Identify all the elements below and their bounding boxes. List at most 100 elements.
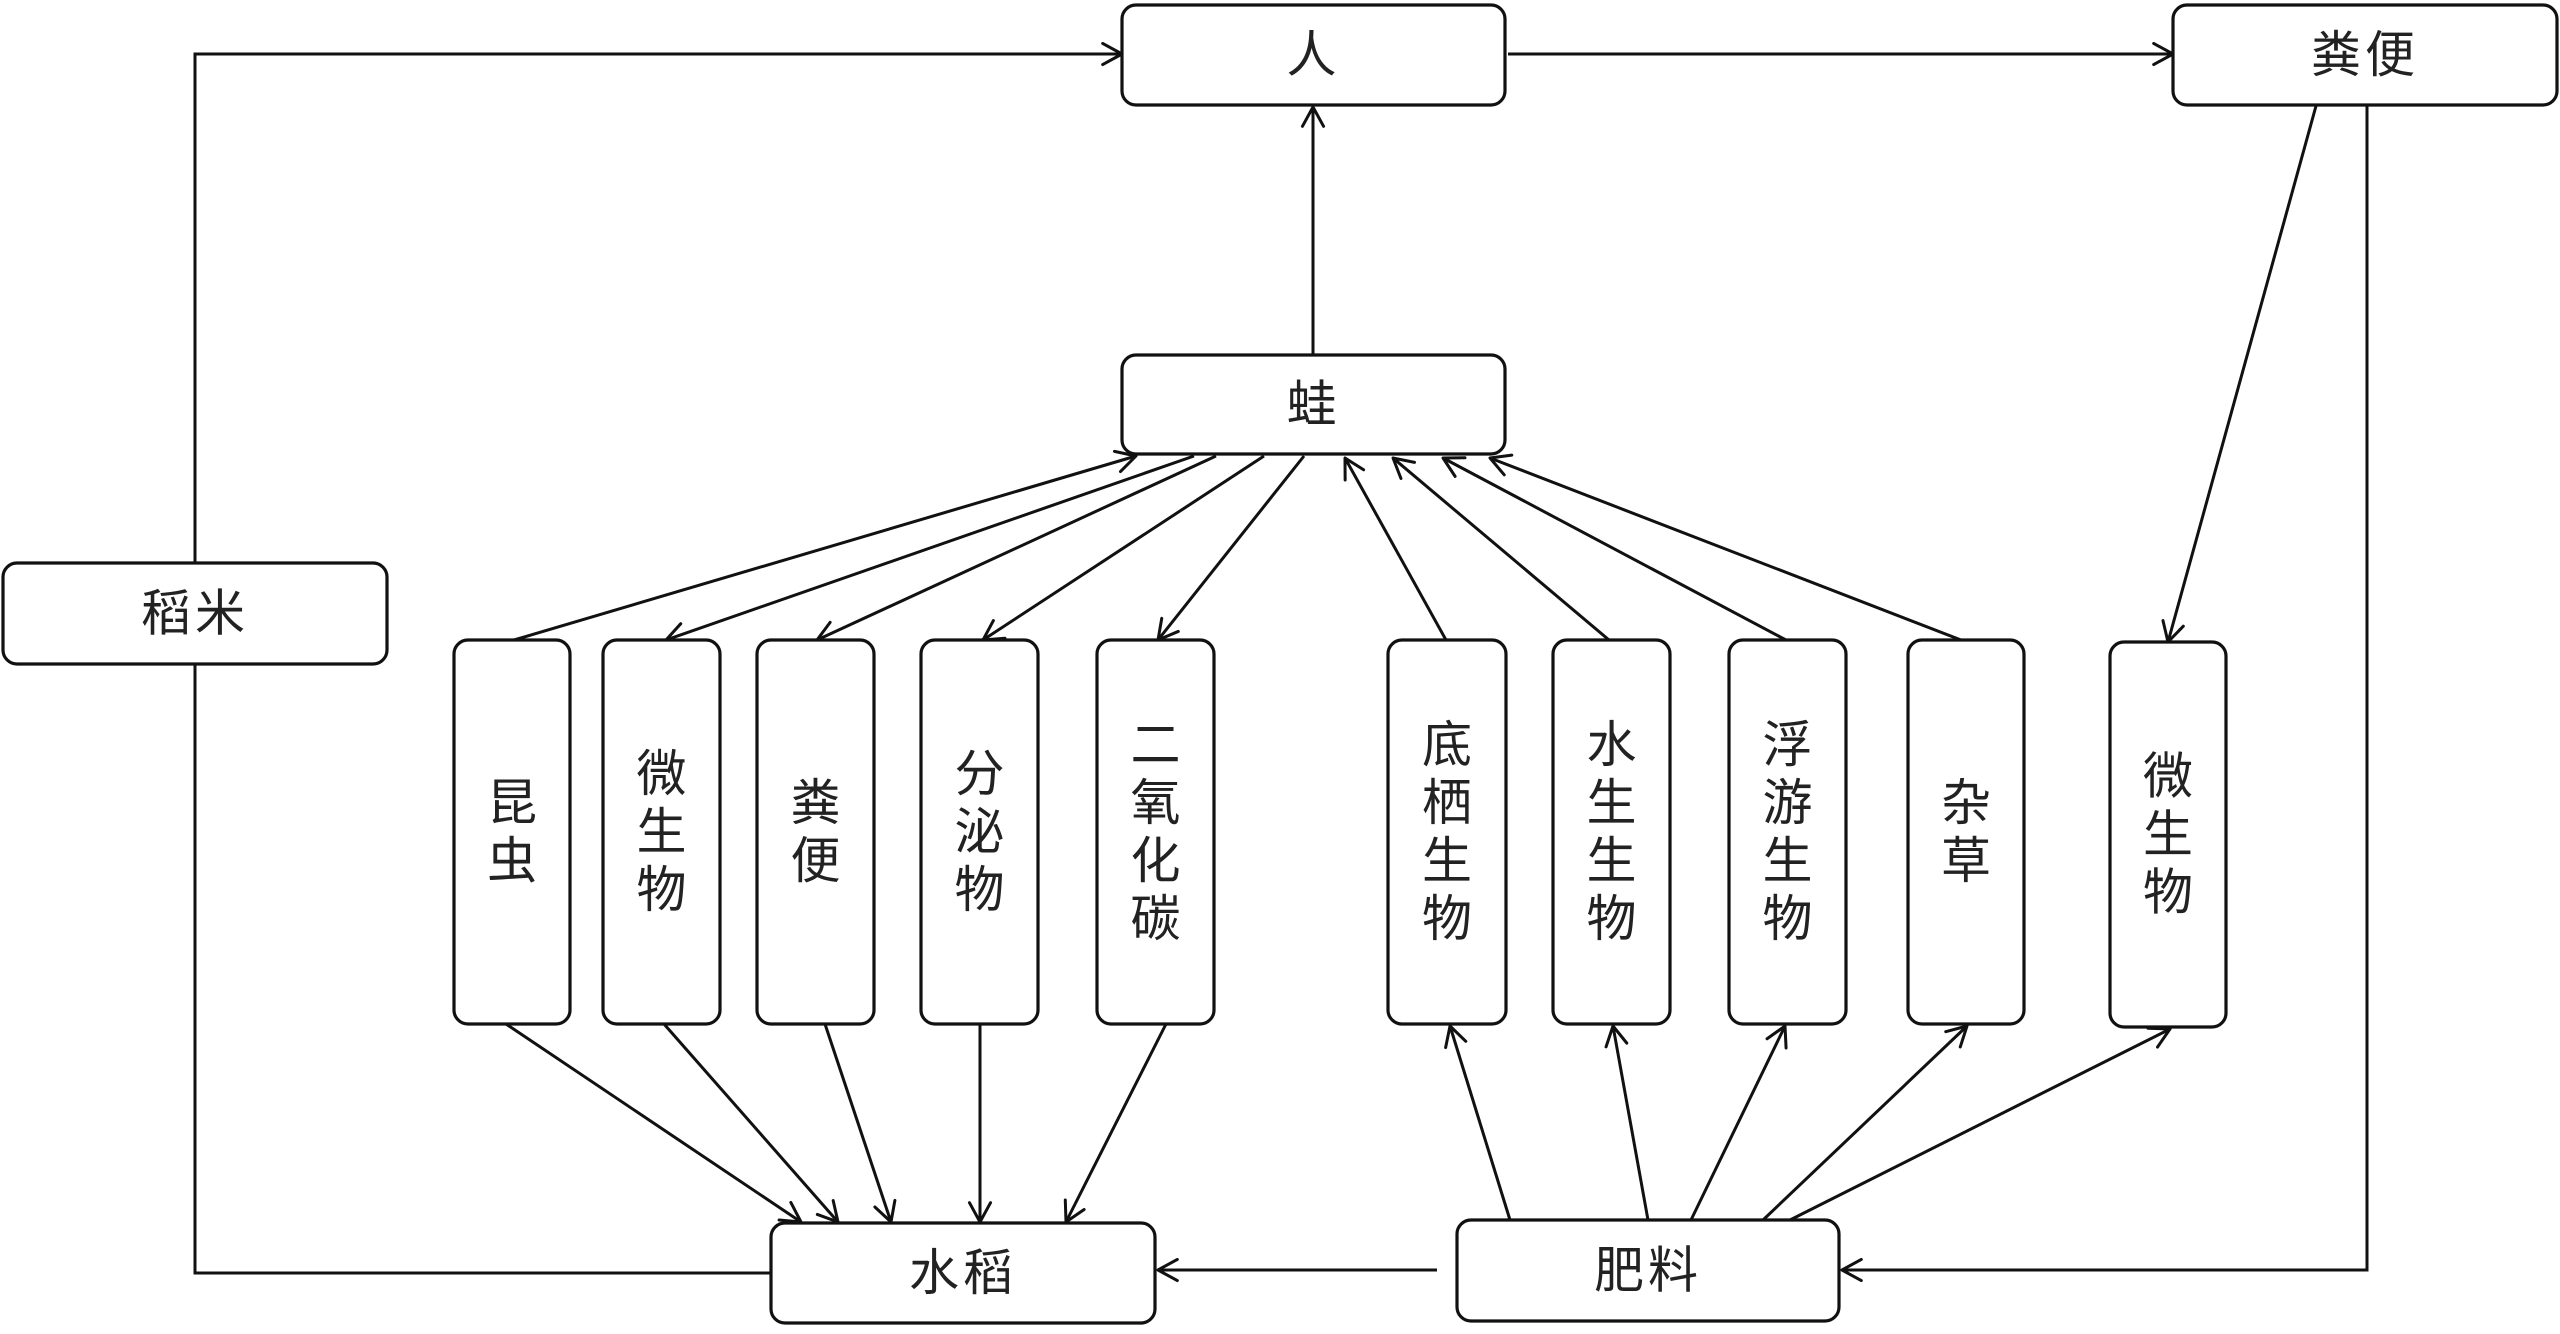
- edge-wa-to-fenbian_mid: [815, 454, 1217, 643]
- edge-line: [505, 1022, 802, 1224]
- edge-fenbian_mid-to-shuidao: [823, 1023, 897, 1224]
- node-box: [769, 1221, 1157, 1325]
- edge-daomi-to-ren: [193, 41, 1124, 563]
- node-weishengwu_right: 微生物: [2108, 640, 2228, 1029]
- node-label: 昆虫: [487, 774, 537, 890]
- edge-eryanghuatan-to-shuidao: [1063, 1023, 1168, 1224]
- node-label: 粪便: [791, 774, 841, 890]
- edge-zacao-to-wa: [1488, 453, 1962, 642]
- node-label: 粪便: [2311, 26, 2419, 84]
- edge-line: [1489, 456, 1962, 642]
- edge-line: [513, 454, 1137, 642]
- node-label: 水生生物: [1587, 716, 1637, 948]
- edge-fenmiwu-to-shuidao: [967, 1024, 993, 1224]
- node-label: 微生物: [637, 745, 687, 919]
- edge-line: [1689, 1025, 1787, 1221]
- node-fenbian_mid: 粪便: [755, 638, 876, 1026]
- edge-feiliao-to-shuishengshengwu: [1604, 1024, 1650, 1221]
- node-label: 人: [1287, 26, 1341, 84]
- arrowhead-icon: [1441, 456, 1467, 478]
- node-shuishengshengwu: 水生生物: [1551, 638, 1672, 1026]
- edge-wa-to-eryanghuatan: [1156, 455, 1306, 642]
- edge-fenbian_top-to-weishengwu_right: [2161, 105, 2318, 644]
- node-box: [1120, 353, 1507, 456]
- arrowhead-icon: [1944, 1024, 1969, 1049]
- edge-shuishengshengwu-to-wa: [1391, 456, 1610, 642]
- edge-wa-to-fenmiwu: [981, 454, 1265, 642]
- edge-line: [1064, 1023, 1168, 1223]
- node-box: [755, 638, 876, 1026]
- arrowhead-icon: [1156, 1257, 1179, 1283]
- node-box: [1, 561, 389, 666]
- edge-line: [1343, 457, 1448, 641]
- node-label: 浮游生物: [1763, 716, 1813, 948]
- nodes-layer: 人粪便蛙稻米昆虫微生物粪便分泌物二氧化碳底栖生物水生生物浮游生物杂草微生物水稻肥…: [1, 3, 2559, 1325]
- node-daomi: 稻米: [1, 561, 389, 666]
- node-box: [1551, 638, 1672, 1026]
- node-box: [1727, 638, 1848, 1026]
- node-box: [1906, 638, 2026, 1026]
- edge-feiliao-to-zacao: [1761, 1024, 1969, 1222]
- edge-line: [662, 1023, 840, 1223]
- node-eryanghuatan: 二氧化碳: [1095, 638, 1216, 1026]
- node-fenbian_top: 粪便: [2171, 3, 2559, 107]
- node-box: [2108, 640, 2228, 1029]
- edge-fenbian_top-to-feiliao: [1840, 106, 2369, 1283]
- node-box: [1386, 638, 1508, 1026]
- edge-kunchong-to-wa: [513, 449, 1138, 642]
- edge-line: [1448, 1025, 1512, 1221]
- edge-line: [665, 454, 1195, 642]
- edge-wa-to-weishengwu_left: [664, 454, 1195, 646]
- node-wa: 蛙: [1120, 353, 1507, 456]
- node-label: 肥料: [1594, 1242, 1702, 1300]
- edge-feiliao-to-diqishengwu: [1444, 1024, 1512, 1221]
- node-box: [1120, 3, 1507, 107]
- node-label: 杂草: [1941, 774, 1991, 890]
- arrowhead-icon: [1840, 1257, 1863, 1283]
- edge-wa-to-ren: [1300, 105, 1326, 355]
- edge-line: [1842, 106, 2369, 1272]
- edge-line: [1442, 456, 1787, 642]
- edge-line: [982, 454, 1265, 642]
- arrowhead-icon: [1765, 1024, 1788, 1050]
- node-label: 底栖生物: [1422, 716, 1472, 948]
- edge-line: [2166, 105, 2318, 643]
- node-fenmiwu: 分泌物: [919, 638, 1040, 1026]
- edge-weishengwu_left-to-shuidao: [662, 1023, 840, 1224]
- node-label: 分泌物: [955, 745, 1005, 919]
- arrowhead-icon: [1488, 453, 1514, 477]
- node-kunchong: 昆虫: [452, 638, 572, 1026]
- arrowhead-icon: [1300, 105, 1326, 128]
- node-weishengwu_left: 微生物: [601, 638, 722, 1026]
- edge-ren-to-fenbian_top: [1508, 41, 2175, 67]
- arrowhead-icon: [1604, 1024, 1629, 1049]
- node-box: [1455, 1218, 1841, 1323]
- arrowhead-icon: [1444, 1024, 1468, 1050]
- edge-shuidao-to-daomi: [193, 664, 771, 1275]
- node-box: [2171, 3, 2559, 107]
- edge-fuyoushengwu-to-wa: [1441, 456, 1787, 642]
- node-box: [1095, 638, 1216, 1026]
- edge-line: [1789, 1027, 2171, 1222]
- arrowhead-icon: [1343, 456, 1366, 482]
- edge-kunchong-to-shuidao: [505, 1022, 803, 1224]
- node-ren: 人: [1120, 3, 1507, 107]
- node-diqishengwu: 底栖生物: [1386, 638, 1508, 1026]
- node-label: 二氧化碳: [1131, 716, 1181, 948]
- edge-line: [816, 454, 1217, 642]
- arrowhead-icon: [1391, 456, 1417, 481]
- node-zacao: 杂草: [1906, 638, 2026, 1026]
- edge-line: [1156, 455, 1306, 641]
- node-label: 蛙: [1287, 376, 1341, 434]
- node-box: [452, 638, 572, 1026]
- edge-line: [1761, 1024, 1969, 1222]
- node-box: [919, 638, 1040, 1026]
- edge-line: [1392, 456, 1610, 642]
- node-feiliao: 肥料: [1455, 1218, 1841, 1323]
- node-box: [601, 638, 722, 1026]
- edge-diqishengwu-to-wa: [1343, 456, 1448, 641]
- edge-line: [193, 664, 771, 1275]
- edge-feiliao-to-shuidao: [1156, 1257, 1437, 1283]
- node-shuidao: 水稻: [769, 1221, 1157, 1325]
- edge-line: [823, 1023, 893, 1223]
